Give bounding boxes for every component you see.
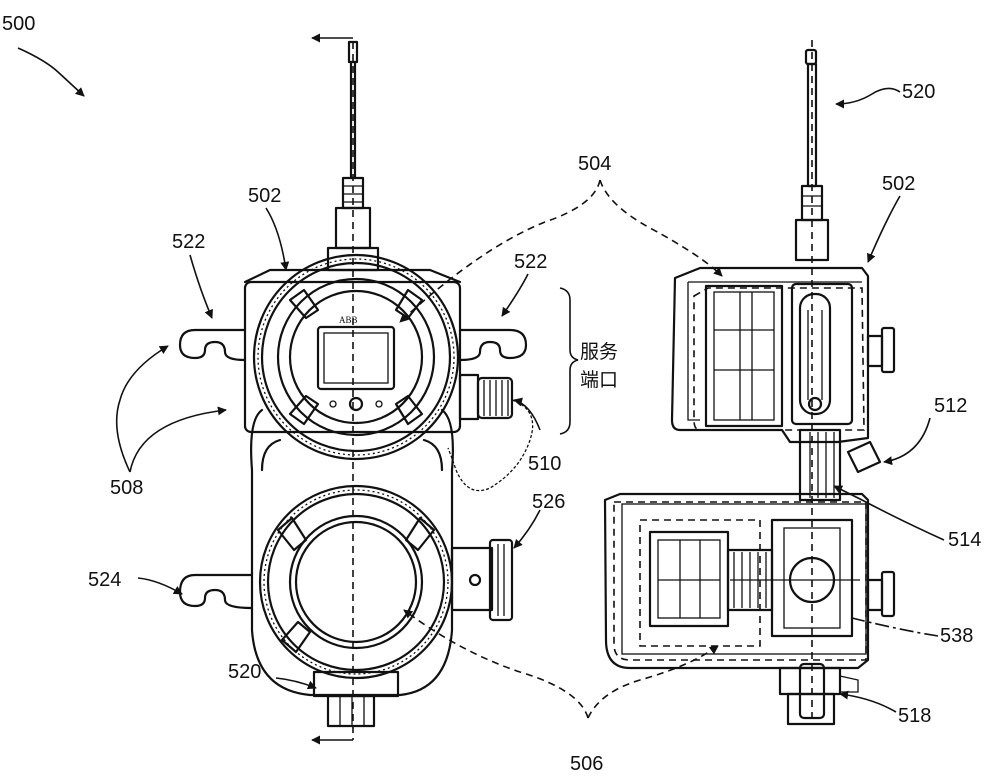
side-conduit-port — [450, 538, 514, 622]
bracket-left-lower — [178, 573, 254, 610]
bottom-fitting-side — [778, 662, 859, 726]
label-504: 504 — [578, 153, 611, 175]
bracket-left-upper — [178, 328, 247, 362]
section-view-device — [603, 40, 896, 726]
lower-housing-cover — [258, 484, 454, 680]
label-506: 506 — [570, 753, 603, 775]
label-522-right: 522 — [514, 251, 547, 273]
label-524: 524 — [88, 569, 121, 591]
label-502-left: 502 — [248, 185, 281, 207]
label-520-top: 520 — [902, 81, 935, 103]
region-504-outline — [693, 287, 865, 431]
display-logo: ABB — [339, 315, 358, 325]
upper-housing-section — [670, 266, 896, 444]
bottom-fitting — [312, 670, 400, 728]
leader-lines — [115, 87, 945, 719]
service-port-label-line2: 端口 — [580, 369, 618, 391]
label-508: 508 — [110, 477, 143, 499]
region-506-inner — [639, 519, 761, 647]
label-510: 510 — [528, 453, 561, 475]
label-522-left: 522 — [172, 231, 205, 253]
label-514: 514 — [948, 529, 981, 551]
figure-arrow — [17, 47, 85, 97]
figure-number: 500 — [2, 13, 35, 35]
label-520-bottom: 520 — [228, 661, 261, 683]
label-502-right: 502 — [882, 173, 915, 195]
label-538: 538 — [940, 625, 973, 647]
lower-housing-section — [603, 492, 896, 670]
service-port-connector — [447, 373, 534, 492]
label-518: 518 — [898, 705, 931, 727]
front-view-device: ABB — [178, 33, 534, 745]
bracket-right-upper — [458, 328, 528, 362]
display-housing: ABB — [252, 253, 460, 461]
label-512: 512 — [934, 395, 967, 417]
service-port-label-line1: 服务 — [580, 341, 618, 363]
label-526: 526 — [532, 491, 565, 513]
vent-fitting — [846, 440, 882, 474]
reference-labels: 502 522 522 508 510 526 524 520 504 506 … — [88, 81, 981, 775]
display-screen — [316, 325, 396, 391]
neck-section — [798, 428, 882, 502]
